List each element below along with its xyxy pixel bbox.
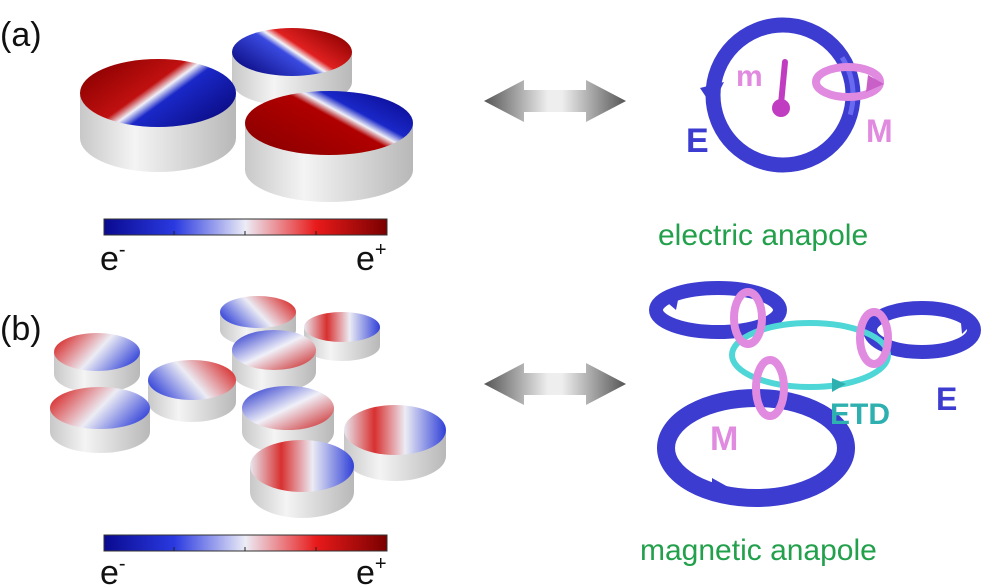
- electric-dipole-icon: [772, 59, 790, 117]
- electric-loop-icon: [649, 281, 787, 339]
- disk-cluster-a: [80, 28, 413, 202]
- disk: [54, 333, 140, 393]
- disk: [250, 440, 354, 518]
- magnetic-loop-icon: [856, 308, 892, 368]
- symbol-E: E: [686, 122, 709, 160]
- disk: [232, 330, 316, 392]
- disk: [245, 91, 413, 202]
- colorbar-b-min-label: e-: [100, 553, 126, 586]
- disk: [148, 360, 236, 422]
- magnetic-loop-icon: [812, 63, 884, 101]
- magnetic-loop-icon: [730, 288, 766, 348]
- disk: [80, 59, 236, 172]
- symbol-M: M: [866, 113, 893, 149]
- magnetic-anapole-illustration: M ETD E: [649, 281, 981, 507]
- symbol-E: E: [936, 381, 957, 417]
- magnetic-loop-icon: [752, 356, 788, 420]
- panel-a-label: (a): [0, 16, 42, 54]
- caption-a: electric anapole: [658, 219, 868, 252]
- colorbar-b-max-label: e+: [356, 553, 387, 586]
- electric-loop-icon: [657, 389, 855, 507]
- colorbar-a: e- e+: [100, 218, 388, 278]
- symbol-M: M: [710, 420, 738, 458]
- disk: [344, 405, 446, 481]
- colorbar-a-min-label: e-: [100, 239, 126, 278]
- colorbar-b: e- e+: [100, 534, 388, 586]
- disk: [304, 312, 380, 361]
- disk: [50, 387, 150, 453]
- caption-b: magnetic anapole: [640, 534, 877, 567]
- double-arrow-b: [484, 363, 626, 405]
- electric-loop-icon: [863, 301, 981, 359]
- double-arrow-a: [484, 80, 626, 122]
- panel-b-label: (b): [0, 310, 42, 348]
- symbol-ETD: ETD: [830, 398, 890, 431]
- colorbar-a-max-label: e+: [356, 239, 387, 278]
- symbol-m: m: [736, 60, 763, 93]
- electric-anapole-illustration: m M E: [686, 17, 893, 173]
- disk-cluster-b: [50, 296, 446, 518]
